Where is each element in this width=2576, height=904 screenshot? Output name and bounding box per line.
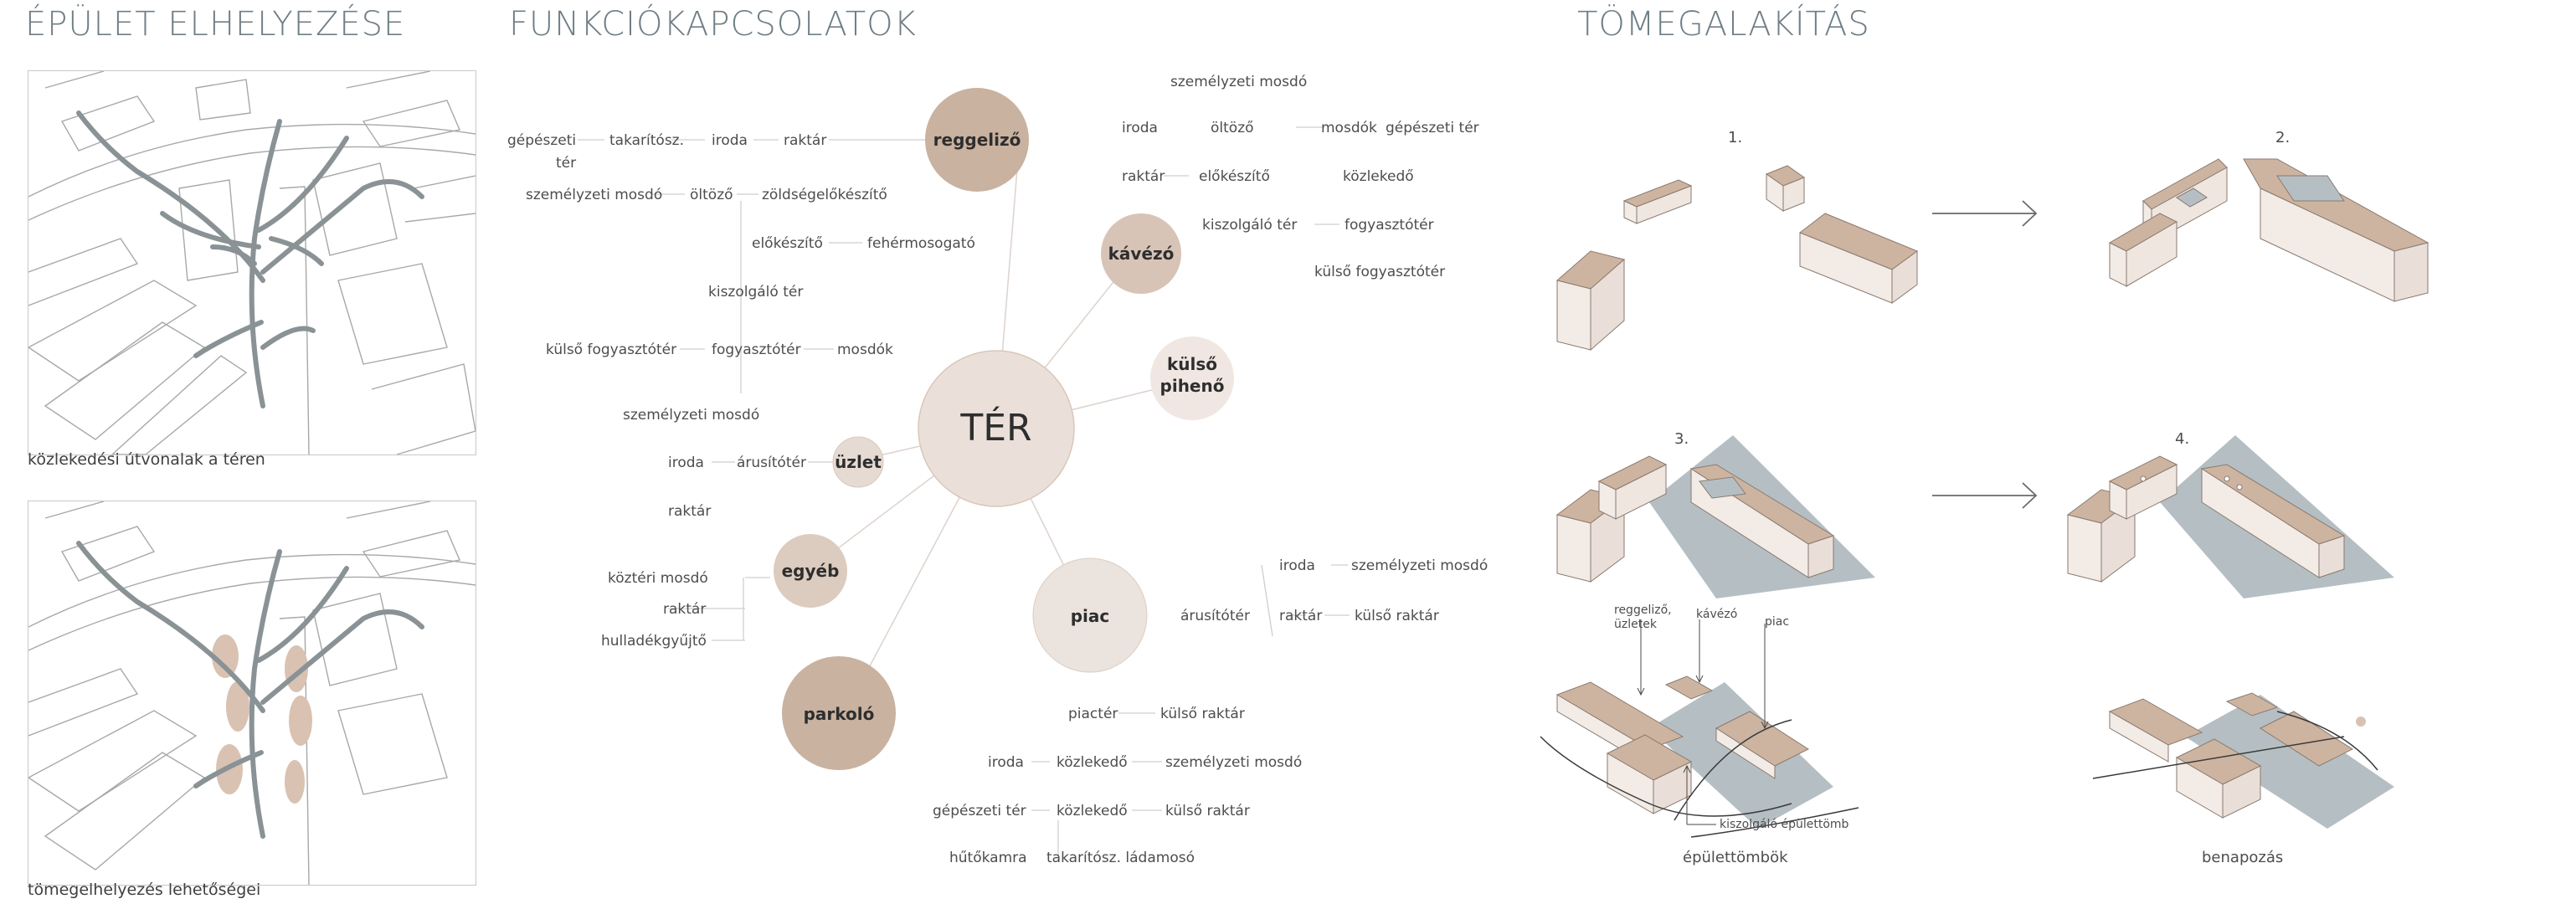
massing-diagrams: 1. 2. 3. 4. <box>1540 129 2429 866</box>
label-pt-kozlekedo-2: közlekedő <box>1057 803 1128 819</box>
label-oltozo-1: öltöző <box>690 187 733 203</box>
site-map-routes-drawing <box>28 71 476 455</box>
map-routes-caption: közlekedési útvonalak a téren <box>28 450 265 469</box>
caption-benapozas: benapozás <box>2202 849 2283 866</box>
label-kiszolgalo: kiszolgáló épülettömb <box>1720 818 1849 831</box>
node-uzlet: üzlet <box>835 452 882 472</box>
label-k-elokeszito: előkészítő <box>1199 168 1270 185</box>
center-node-ter: TÉR <box>959 405 1031 449</box>
function-diagram: TÉR reggeliző kávézó külső pihenő üzlet … <box>507 74 1488 866</box>
section-heading-functions: FUNKCIÓKAPCSOLATOK <box>509 5 917 44</box>
label-pt-kulso-raktar: külső raktár <box>1160 706 1245 722</box>
label-k-gep: gépészeti tér <box>1386 120 1479 136</box>
step-4-label: 4. <box>2175 430 2189 448</box>
step-3-label: 3. <box>1674 430 1689 448</box>
label-piac: piac <box>1765 615 1789 629</box>
section-heading-massing: TÖMEGALAKÍTÁS <box>1577 5 1870 44</box>
label-k-mosdok: mosdók <box>1321 120 1377 136</box>
site-map-routes <box>28 70 476 455</box>
label-kiszolg-1: kiszolgáló tér <box>708 284 803 300</box>
node-egyeb: egyéb <box>782 561 840 581</box>
label-k-szem-mosdo: személyzeti mosdó <box>1170 74 1307 90</box>
label-iroda-1: iroda <box>712 132 748 149</box>
label-elokeszito-1: előkészítő <box>752 235 823 252</box>
step-1-label: 1. <box>1728 129 1742 146</box>
label-uzletek: üzletek <box>1614 618 1658 631</box>
step-2-label: 2. <box>2275 129 2290 146</box>
label-pt-piacter: piactér <box>1068 706 1118 722</box>
label-u-iroda: iroda <box>668 455 704 471</box>
caption-epulettombok: épülettömbök <box>1683 849 1788 866</box>
label-zoldseg: zöldségelőkészítő <box>762 187 887 203</box>
node-pihen: pihenő <box>1160 376 1225 396</box>
label-fogy-1: fogyasztótér <box>712 342 801 358</box>
label-pt-kozlekedo: közlekedő <box>1057 754 1128 771</box>
label-pt-iroda: iroda <box>988 754 1024 771</box>
label-k-kozlekedo: közlekedő <box>1343 168 1414 185</box>
node-piac: piac <box>1071 606 1110 626</box>
label-reggelizo: reggeliző, <box>1614 604 1672 617</box>
label-mosdok-1: mosdók <box>837 342 893 358</box>
label-pt-huto: hűtőkamra <box>949 850 1027 866</box>
label-k-iroda: iroda <box>1122 120 1158 136</box>
label-k-kulso-fogy: külső fogyasztótér <box>1314 264 1445 280</box>
label-u-szem-mosdo: személyzeti mosdó <box>623 407 759 424</box>
label-u-arusito: árusítótér <box>737 455 806 471</box>
label-e-hullad: hulladékgyűjtő <box>601 633 707 650</box>
label-pt-takarito: takarítósz. ládamosó <box>1046 850 1195 866</box>
label-kavezo: kávézó <box>1696 608 1737 621</box>
label-u-raktar: raktár <box>668 503 711 520</box>
label-pt-gep: gépészeti tér <box>933 803 1026 819</box>
node-parkolo: parkoló <box>804 704 875 724</box>
site-map-massing <box>28 501 476 886</box>
label-p-arusito: árusítótér <box>1180 608 1250 624</box>
label-szem-mosdo-1: személyzeti mosdó <box>526 187 662 203</box>
label-kulso-fogy-1: külső fogyasztótér <box>546 342 676 358</box>
label-ter: tér <box>556 155 576 172</box>
label-pt-szem-mosdo: személyzeti mosdó <box>1165 754 1302 771</box>
label-e-kozteri: köztéri mosdó <box>608 570 708 587</box>
label-k-kiszolg: kiszolgáló tér <box>1202 217 1297 234</box>
label-e-raktar: raktár <box>663 601 706 618</box>
label-raktar-1: raktár <box>784 132 826 149</box>
label-k-raktar: raktár <box>1122 168 1165 185</box>
label-pt-kulso-raktar-2: külső raktár <box>1165 803 1250 819</box>
label-fehermos: fehérmosogató <box>867 235 975 252</box>
label-k-oltozo: öltöző <box>1211 120 1254 136</box>
node-kavezo: kávézó <box>1108 244 1175 264</box>
label-p-raktar: raktár <box>1279 608 1322 624</box>
node-kulso: külső <box>1167 354 1217 374</box>
section-heading-placement: ÉPÜLET ELHELYEZÉSE <box>25 5 406 44</box>
label-p-szem-mosdo: személyzeti mosdó <box>1351 557 1488 574</box>
label-p-kulso-raktar: külső raktár <box>1355 608 1439 624</box>
label-gepeszeti: gépészeti <box>507 132 576 149</box>
site-map-massing-drawing <box>28 501 476 885</box>
label-p-iroda: iroda <box>1279 557 1315 574</box>
node-reggelizo: reggeliző <box>933 130 1021 150</box>
label-k-fogy: fogyasztótér <box>1345 217 1434 234</box>
label-takaritosz: takarítósz. <box>609 132 684 149</box>
map-massing-caption: tömegelhelyezés lehetőségei <box>28 881 261 899</box>
